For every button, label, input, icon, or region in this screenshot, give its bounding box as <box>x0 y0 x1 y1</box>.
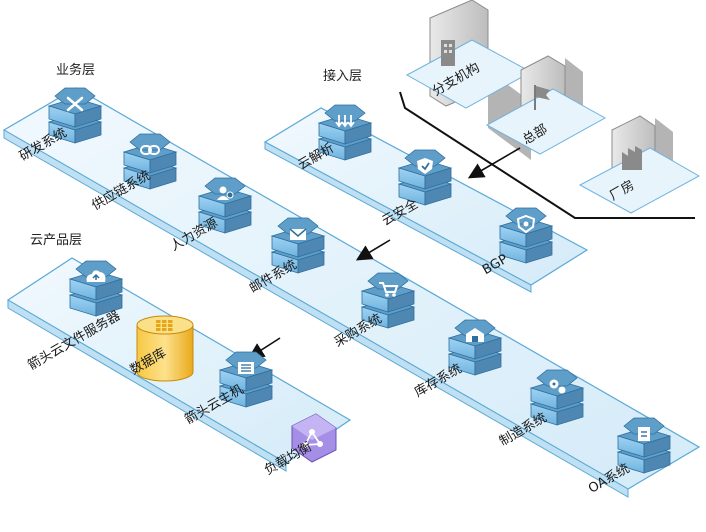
node-supply-chain <box>122 133 178 190</box>
node-rnd <box>47 87 103 144</box>
link-icon <box>140 145 160 155</box>
site-factory-tower: 厂房 <box>578 115 701 214</box>
cloud-layer-title: 云产品层 <box>30 233 82 248</box>
users-icon <box>217 186 234 200</box>
dns-arrows-icon <box>335 115 355 128</box>
node-oa <box>616 417 672 474</box>
node-load-balancer <box>291 413 337 463</box>
node-cloud-host <box>218 351 274 408</box>
site-connection-line <box>399 91 695 219</box>
node-hr <box>197 177 253 234</box>
cloud-upload-icon <box>86 270 106 282</box>
site-hq-tower: 总部 <box>485 55 607 155</box>
business-layer-title: 业务层 <box>56 62 95 78</box>
node-inventory <box>447 319 503 376</box>
node-purchasing <box>360 272 416 329</box>
shield-check-icon <box>417 158 433 174</box>
arrow-access-to-business <box>355 239 391 261</box>
tools-icon <box>66 96 84 112</box>
flag-icon <box>534 85 550 110</box>
document-icon <box>638 427 650 441</box>
server-list-icon <box>238 362 254 374</box>
arrow-sites-to-access <box>467 147 521 179</box>
access-layer-title: 接入层 <box>323 68 362 84</box>
database-grid-icon <box>156 320 173 331</box>
factory-icon <box>622 146 642 170</box>
node-mail <box>270 217 326 274</box>
bgp-shield-icon <box>516 214 536 234</box>
cart-icon <box>379 282 399 297</box>
node-database <box>136 315 194 382</box>
building-icon <box>441 40 455 66</box>
business-layer-platform <box>2 87 701 498</box>
node-file-server <box>68 260 124 317</box>
node-bgp <box>498 207 554 264</box>
mail-icon <box>289 228 307 240</box>
warehouse-icon <box>466 328 484 342</box>
gears-icon <box>549 379 566 394</box>
node-manufacturing <box>529 369 585 426</box>
node-cloud-security <box>397 149 453 206</box>
node-cloud-dns <box>317 104 373 161</box>
network-node-icon <box>302 429 323 448</box>
